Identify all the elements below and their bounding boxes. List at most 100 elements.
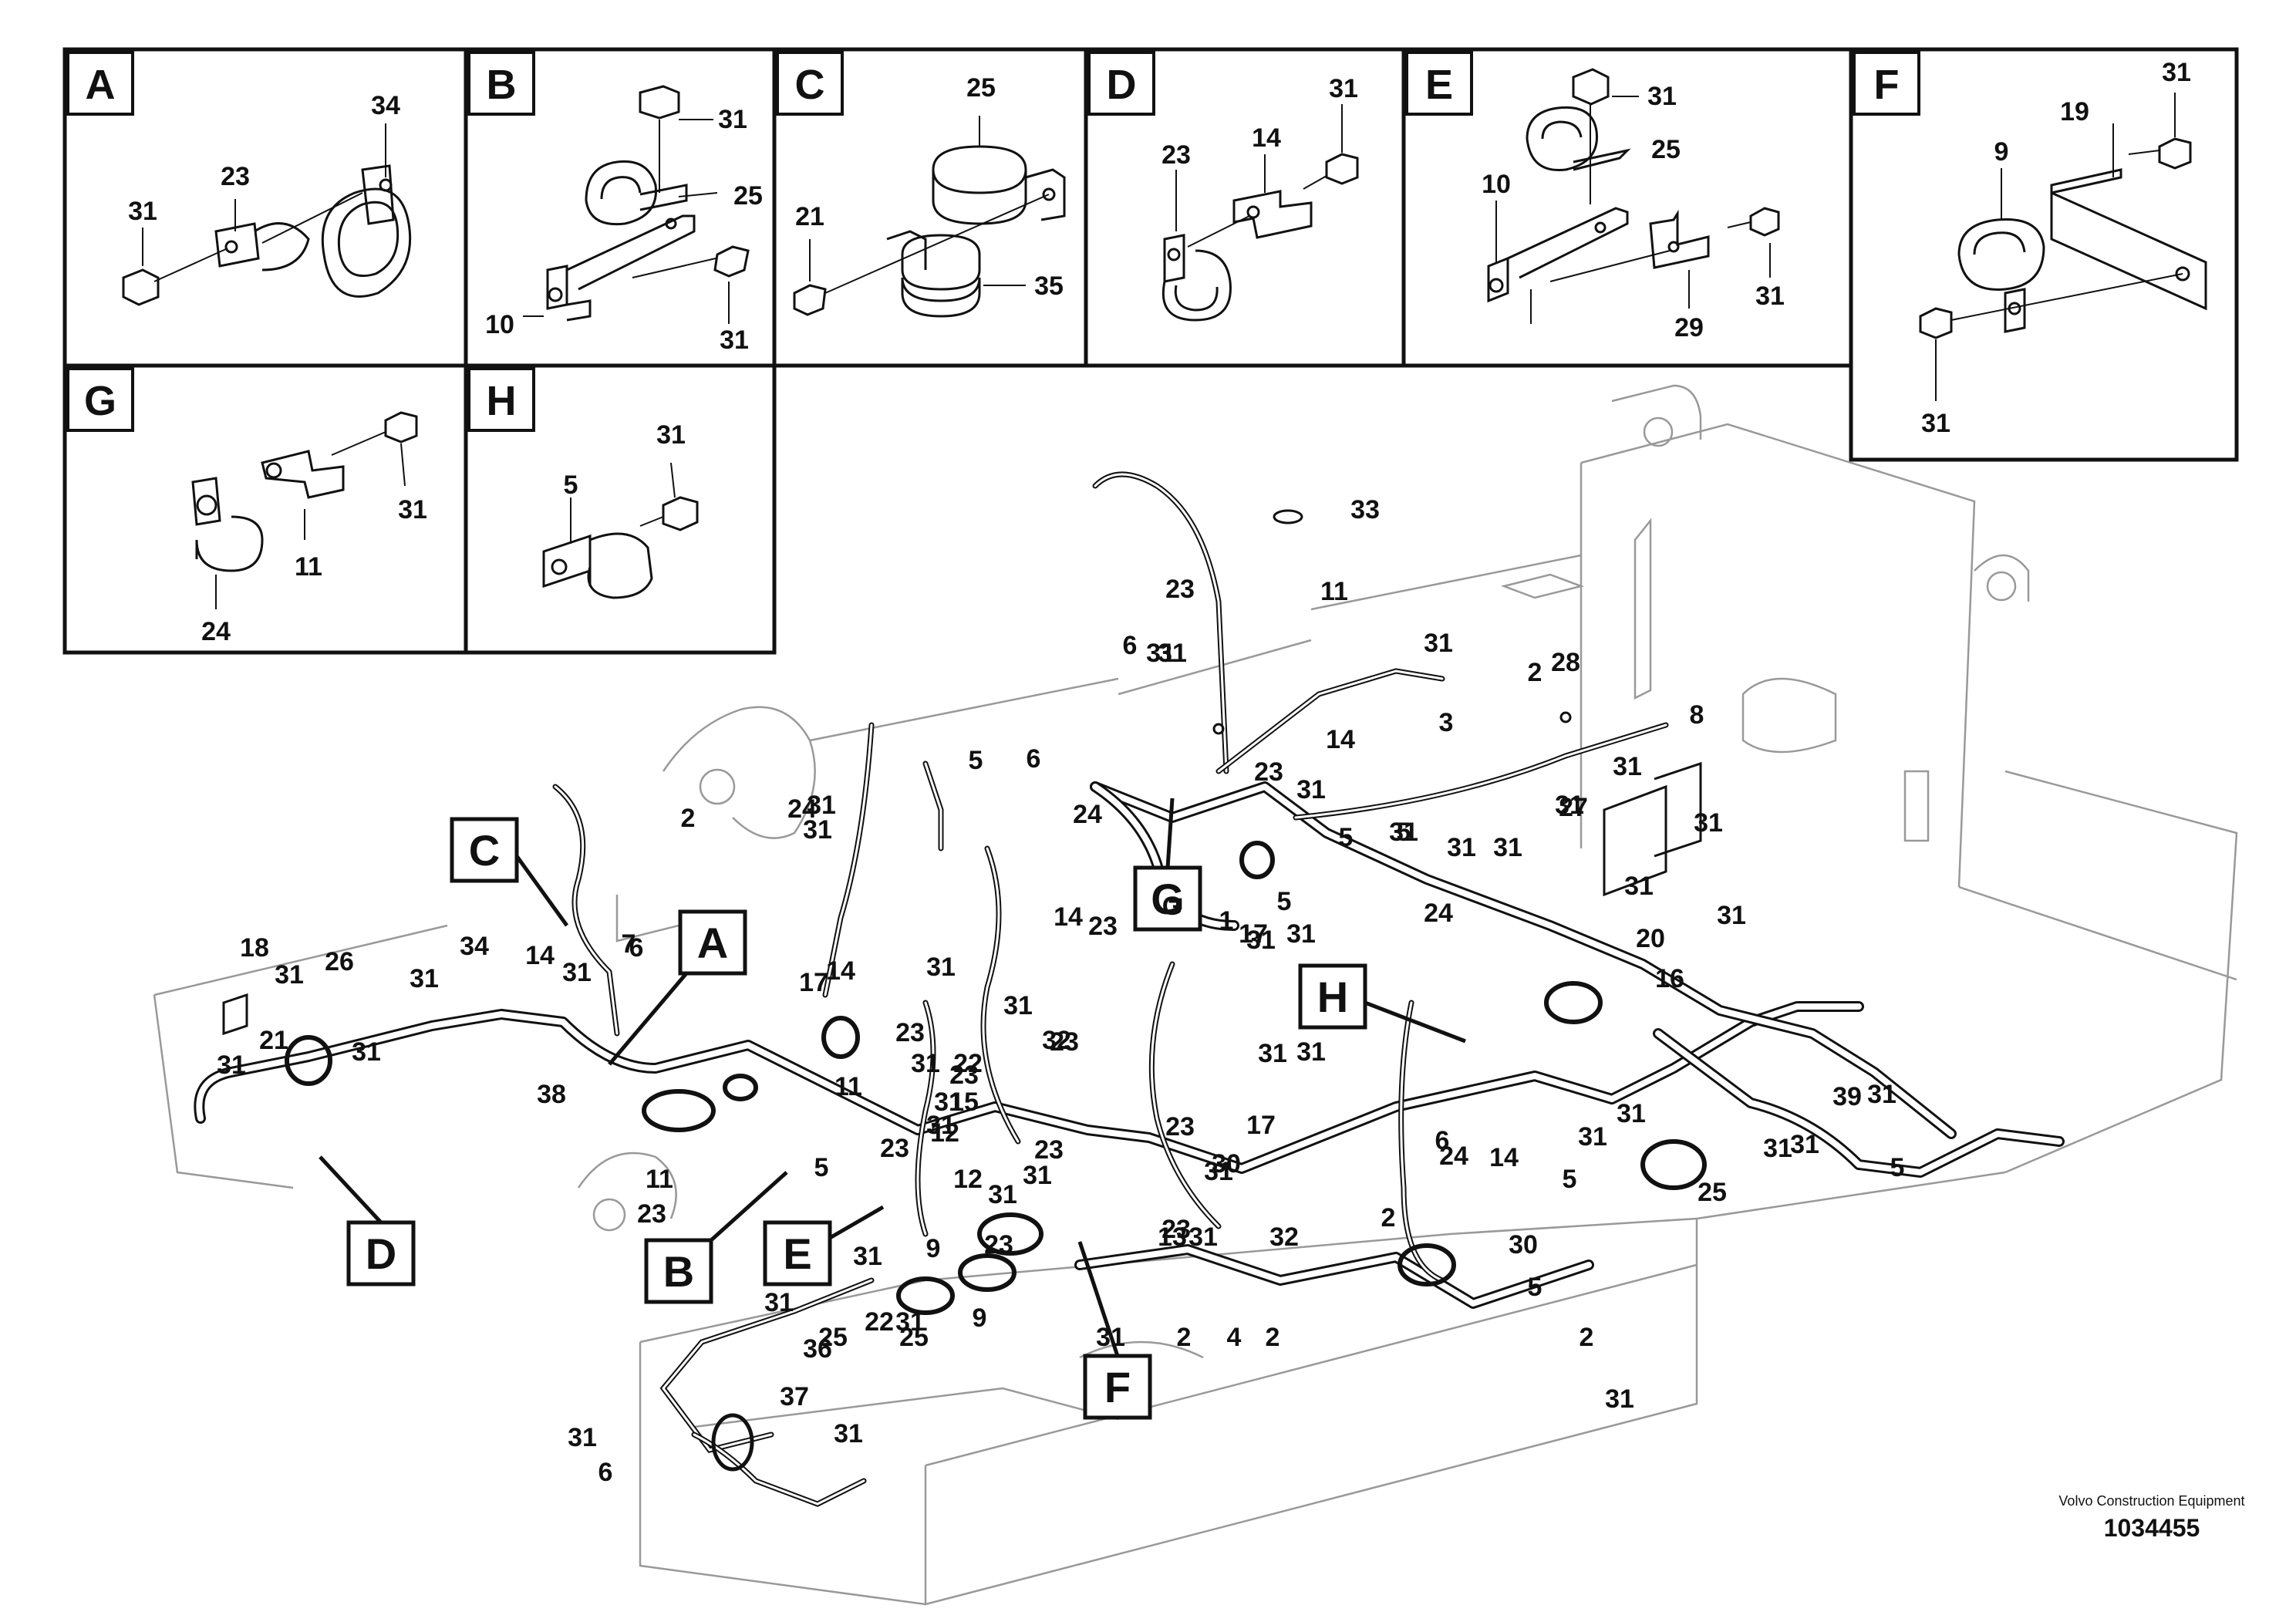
loose-wires: [552, 471, 1669, 1507]
callout-number: 31: [1717, 901, 1746, 930]
callout-number: 14: [1326, 725, 1355, 754]
callout-number: 31: [1246, 926, 1276, 955]
callout-number: 31: [764, 1288, 794, 1317]
callout-number: 39: [1832, 1082, 1862, 1111]
callout-number: 23: [984, 1230, 1013, 1259]
pointer-e: E: [783, 1229, 811, 1278]
callout-number: 5: [1397, 818, 1411, 847]
callout-number: 22: [865, 1307, 894, 1337]
callout-number: 5: [1528, 1273, 1542, 1302]
panel-letter-h: H: [487, 378, 517, 424]
callout-number: 31: [1023, 1161, 1052, 1190]
detail-h-drawing: [542, 462, 699, 599]
callout-number: 36: [803, 1334, 832, 1364]
callout-number: 14: [1489, 1143, 1519, 1172]
brackets: [222, 711, 1702, 1036]
callout-number: 38: [537, 1080, 566, 1109]
callout-number: 12: [953, 1165, 983, 1194]
callout-number: 6: [629, 933, 644, 963]
callout-number: 31: [1694, 808, 1723, 838]
callout-number: 24: [787, 794, 817, 824]
panel-letter-e: E: [1425, 62, 1453, 108]
callout-c-21: 21: [795, 202, 824, 231]
callout-number: 27: [1559, 793, 1588, 822]
callout-number: 30: [1212, 1149, 1241, 1179]
callout-c-35: 35: [1034, 271, 1064, 301]
callout-number: 9: [926, 1234, 941, 1263]
callout-number: 17: [799, 968, 828, 997]
callout-number: 31: [807, 791, 836, 820]
company-name: Volvo Construction Equipment: [2058, 1493, 2245, 1509]
callout-c-25: 25: [966, 73, 996, 103]
callout-a-31: 31: [128, 197, 157, 226]
detail-g-drawing: [191, 411, 418, 609]
callout-number: 2: [1266, 1323, 1280, 1352]
callout-b-31-bottom: 31: [720, 325, 749, 355]
callout-number: 13: [1158, 1222, 1187, 1252]
callout-number: 23: [1254, 757, 1283, 787]
callout-number: 23: [637, 1199, 666, 1229]
callout-number: 24: [1424, 899, 1453, 928]
callout-number: 31: [1424, 629, 1453, 658]
callout-e-29: 29: [1674, 313, 1704, 342]
callout-number: 31: [568, 1423, 597, 1452]
callout-number: 31: [834, 1419, 863, 1448]
callout-number: 11: [646, 1165, 673, 1194]
callout-number: 31: [1258, 1039, 1287, 1068]
callout-number: 31: [1146, 639, 1175, 668]
panel-letter-a: A: [86, 62, 116, 108]
callout-number: 31: [926, 1111, 956, 1140]
callout-number: 31: [1204, 1157, 1233, 1186]
panel-letter-d: D: [1107, 62, 1137, 108]
callout-number: 31: [352, 1037, 381, 1067]
chassis-frame: [153, 384, 2238, 1606]
callout-number: 31: [1763, 1134, 1792, 1163]
callout-number: 6: [1027, 744, 1041, 774]
callout-e-25: 25: [1651, 135, 1681, 164]
callout-number: 31: [1578, 1122, 1607, 1152]
callout-number: 6: [598, 1458, 613, 1487]
callout-number: 11: [834, 1072, 862, 1101]
callout-number: 31: [988, 1180, 1017, 1209]
callout-b-10: 10: [485, 310, 514, 339]
callout-h-31: 31: [656, 420, 686, 450]
callout-f-19: 19: [2060, 97, 2089, 126]
callout-number: 2: [681, 804, 696, 833]
callout-a-34: 34: [371, 91, 400, 120]
callout-number: 12: [930, 1118, 959, 1148]
detail-panels: [62, 47, 2239, 655]
callout-number: 31: [1867, 1080, 1896, 1109]
callout-number: 31: [1617, 1099, 1646, 1128]
detail-d-drawing: [1161, 104, 1359, 322]
callout-number: 31: [1096, 1323, 1125, 1352]
pointer-f: F: [1104, 1363, 1131, 1411]
panel-letter-boxes: A B C D E F G H: [66, 51, 1920, 432]
callout-number: 31: [926, 953, 956, 982]
callout-number: 23: [1050, 1027, 1079, 1057]
callout-number: 23: [949, 1061, 979, 1090]
callout-b-31-top: 31: [718, 105, 747, 134]
callout-number: 18: [240, 933, 269, 963]
callout-number: 33: [1350, 495, 1380, 524]
callout-number: G: [1162, 892, 1182, 921]
callout-number: 2: [1177, 1323, 1192, 1352]
callout-number: 1: [1219, 906, 1234, 936]
pointer-h: H: [1317, 973, 1348, 1021]
callout-number: 31: [275, 960, 304, 990]
callout-number: 14: [826, 956, 855, 986]
callout-a-23: 23: [221, 162, 250, 191]
detail-a-drawing: [122, 123, 412, 306]
pointer-c: C: [469, 826, 500, 875]
callout-number: 31: [1188, 1222, 1218, 1252]
detail-c-drawing: [793, 116, 1066, 318]
callout-number: 2: [1580, 1323, 1594, 1352]
callout-number: 23: [1165, 1112, 1195, 1141]
callout-number: 6: [1435, 1126, 1450, 1155]
callout-g-11: 11: [295, 552, 322, 582]
callout-number: 23: [1034, 1135, 1064, 1165]
callout-g-24: 24: [201, 617, 231, 646]
callout-number: 6: [1123, 631, 1138, 660]
callout-number: 15: [949, 1088, 979, 1117]
callout-number: 31: [1555, 791, 1584, 820]
